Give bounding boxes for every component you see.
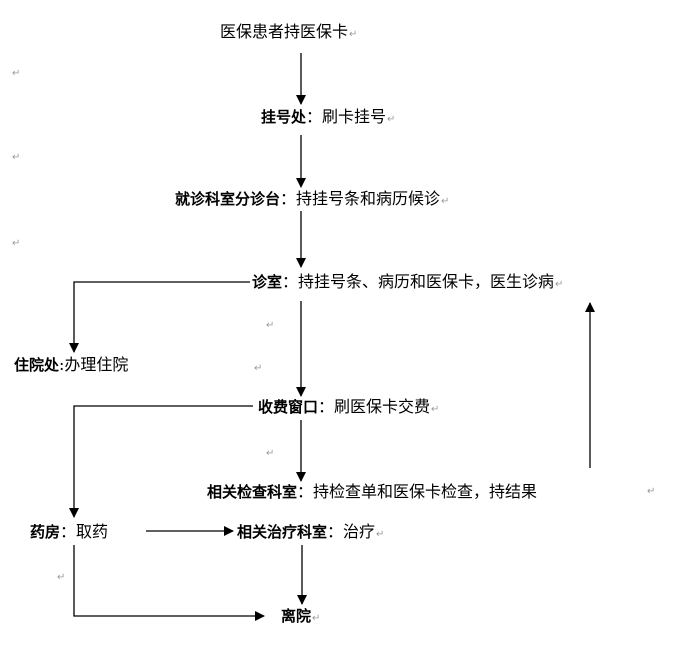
paragraph-mark: ↵ xyxy=(254,363,263,374)
pharmacy-label: 药房 xyxy=(30,523,61,541)
start-text: 医保患者持医保卡 xyxy=(220,22,349,41)
examination-desc: 持检查单和医保卡检查，持结果 xyxy=(313,482,538,501)
treatment-desc: 治疗 xyxy=(343,522,376,541)
treatment-label: 相关治疗科室 xyxy=(237,523,328,541)
triage-label: 就诊科室分诊台 xyxy=(175,190,281,208)
paragraph-mark: ↵ xyxy=(12,152,21,163)
node-pharmacy: 药房：取药 xyxy=(30,522,108,542)
paragraph-mark: ↵ xyxy=(12,238,21,249)
paragraph-mark: ↵ xyxy=(376,529,385,540)
registration-label: 挂号处 xyxy=(261,108,307,126)
examination-separator: ： xyxy=(297,482,314,501)
node-start: 医保患者持医保卡↵ xyxy=(220,22,357,45)
paragraph-mark: ↵ xyxy=(387,114,396,125)
payment-desc: 刷医保卡交费 xyxy=(334,397,431,416)
treatment-separator: ： xyxy=(327,522,344,541)
payment-separator: ： xyxy=(318,397,335,416)
paragraph-mark: ↵ xyxy=(349,29,358,40)
clinic-desc: 持挂号条、病历和医保卡，医生诊病 xyxy=(298,272,555,291)
payment-label: 收费窗口 xyxy=(258,398,319,416)
paragraph-mark: ↵ xyxy=(431,404,440,415)
arrow-pharmacy-to-discharge xyxy=(73,545,265,621)
paragraph-mark: ↵ xyxy=(555,279,564,290)
arrow-clinic-to-admission xyxy=(69,281,250,353)
node-treatment: 相关治疗科室：治疗↵ xyxy=(237,522,384,545)
triage-desc: 持挂号条和病历候诊 xyxy=(296,189,441,208)
clinic-separator: ： xyxy=(282,272,299,291)
node-discharge: 离院↵ xyxy=(281,606,320,629)
paragraph-mark: ↵ xyxy=(312,613,321,624)
node-registration: 挂号处：刷卡挂号↵ xyxy=(261,107,395,130)
paragraph-mark: ↵ xyxy=(266,320,275,331)
node-triage: 就诊科室分诊台：持挂号条和病历候诊↵ xyxy=(175,189,449,212)
admission-desc: 办理住院 xyxy=(64,355,129,374)
registration-desc: 刷卡挂号 xyxy=(322,107,387,126)
admission-separator: : xyxy=(59,355,65,374)
node-payment: 收费窗口：刷医保卡交费↵ xyxy=(258,397,439,420)
paragraph-mark: ↵ xyxy=(441,196,450,207)
paragraph-mark: ↵ xyxy=(12,68,21,79)
clinic-label: 诊室 xyxy=(252,273,283,291)
paragraph-mark: ↵ xyxy=(266,448,275,459)
paragraph-mark: ↵ xyxy=(57,572,66,583)
paragraph-mark: ↵ xyxy=(647,486,656,497)
registration-separator: ： xyxy=(306,107,323,126)
node-clinic: 诊室：持挂号条、病历和医保卡，医生诊病↵ xyxy=(252,272,563,295)
pharmacy-desc: 取药 xyxy=(76,522,109,541)
examination-label: 相关检查科室 xyxy=(207,483,298,501)
admission-label: 住院处 xyxy=(14,356,60,374)
discharge-label: 离院 xyxy=(281,607,312,625)
arrow-payment-to-pharmacy xyxy=(69,405,253,518)
triage-separator: ： xyxy=(280,189,297,208)
pharmacy-separator: ： xyxy=(60,522,77,541)
node-admission: 住院处:办理住院 xyxy=(14,355,128,375)
node-examination: 相关检查科室：持检查单和医保卡检查，持结果 xyxy=(207,482,537,502)
